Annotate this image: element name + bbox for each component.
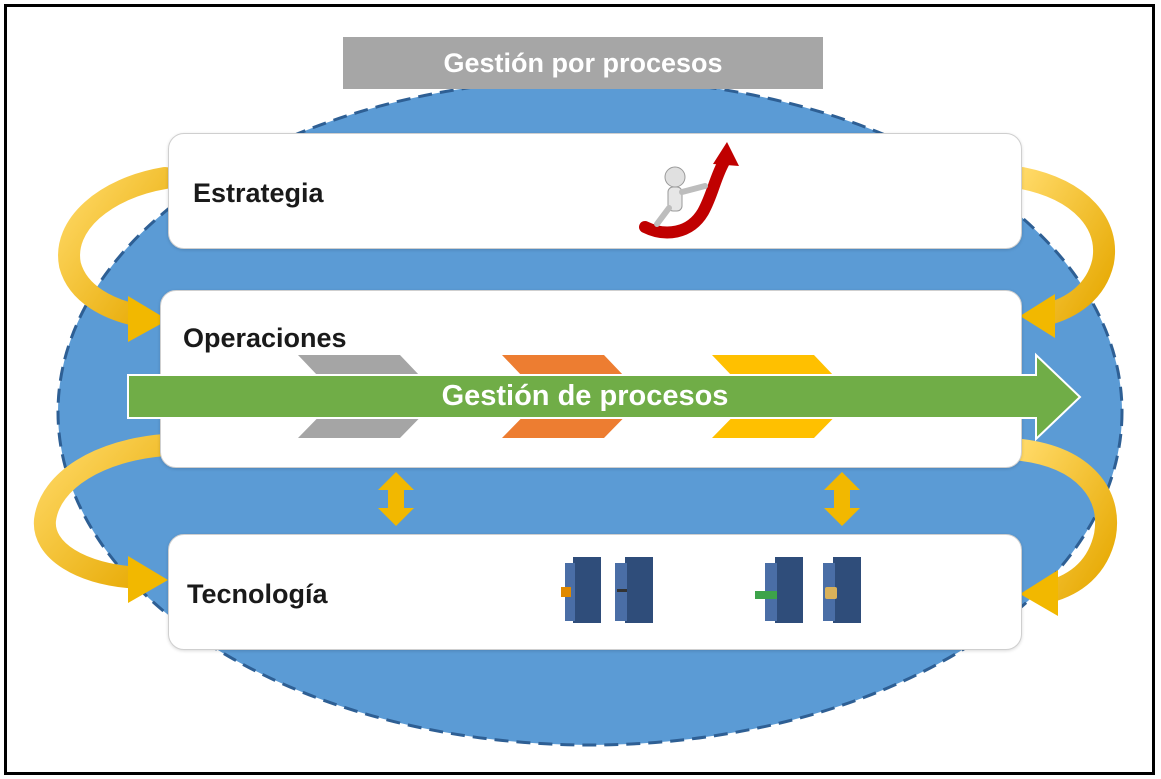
strategy-label: Estrategia <box>193 178 324 208</box>
server-icon <box>561 557 653 623</box>
cycle-arrow-left-top <box>58 167 176 342</box>
operations-label: Operaciones <box>183 323 347 353</box>
strategy-card: Estrategia <box>168 133 1022 249</box>
process-management-label: Gestión de procesos <box>441 379 729 412</box>
cycle-arrow-right-bottom <box>1011 439 1118 616</box>
diagram-title: Gestión por procesos <box>343 37 823 89</box>
server-icon <box>755 557 861 623</box>
cycle-arrow-right-top <box>1011 167 1116 338</box>
technology-label: Tecnología <box>187 579 328 609</box>
technology-card: Tecnología <box>168 534 1022 650</box>
cycle-arrow-left-bottom <box>33 434 176 603</box>
strategy-growth-icon <box>639 142 739 239</box>
